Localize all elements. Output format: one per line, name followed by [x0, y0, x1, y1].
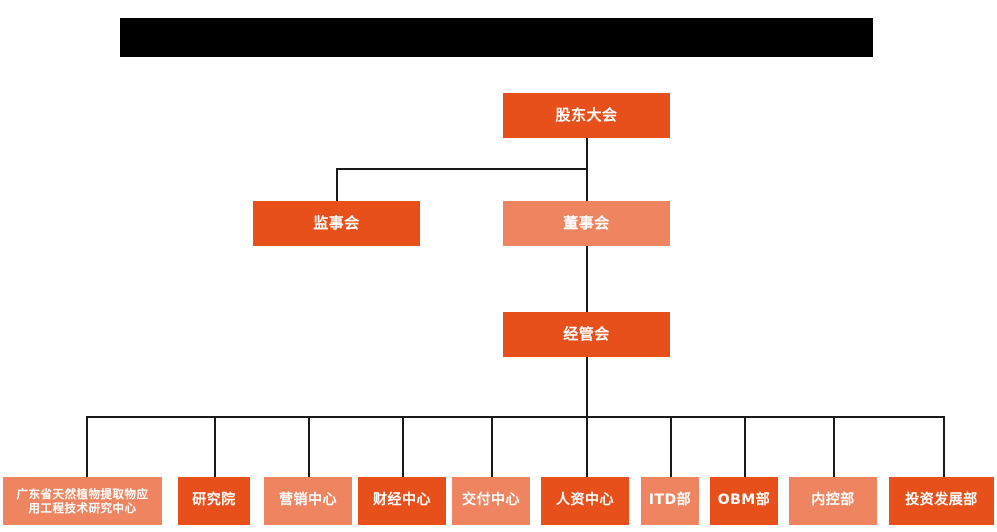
connector-to-investment-development-department — [943, 416, 945, 477]
node-delivery-center[interactable]: 交付中心 — [452, 477, 530, 525]
node-obm-department[interactable]: OBM部 — [710, 477, 778, 525]
node-label: OBM部 — [717, 492, 771, 509]
redacted-title-bar — [120, 18, 873, 57]
connector-to-supervisors — [336, 168, 338, 201]
node-label: 营销中心 — [279, 492, 337, 509]
node-board-of-directors[interactable]: 董事会 — [503, 201, 670, 246]
connector-to-research-institute — [214, 416, 216, 477]
node-label: 财经中心 — [373, 492, 431, 509]
connector-to-guangdong-research-center — [86, 416, 88, 477]
connector-shareholders-down — [586, 138, 588, 169]
connector-to-finance-center — [402, 416, 404, 477]
node-label: 董事会 — [563, 214, 610, 233]
node-label: 内控部 — [811, 492, 855, 509]
connector-level4-bus — [86, 416, 944, 418]
node-hr-center[interactable]: 人资中心 — [541, 477, 629, 525]
connector-to-delivery-center — [491, 416, 493, 477]
node-management-committee[interactable]: 经管会 — [503, 312, 670, 357]
node-shareholders-meeting[interactable]: 股东大会 — [503, 93, 670, 138]
node-label: 人资中心 — [556, 492, 614, 509]
connector-to-hr-center — [586, 416, 588, 477]
connector-to-marketing-center — [308, 416, 310, 477]
node-finance-center[interactable]: 财经中心 — [358, 477, 446, 525]
node-label: 股东大会 — [555, 106, 618, 125]
node-label: 研究院 — [192, 492, 236, 509]
connector-level2-bus — [336, 168, 587, 170]
connector-to-internal-control-department — [833, 416, 835, 477]
connector-to-obm-department — [744, 416, 746, 477]
connector-to-directors — [586, 168, 588, 201]
connector-mgmt-down — [586, 357, 588, 417]
node-marketing-center[interactable]: 营销中心 — [264, 477, 352, 525]
connector-directors-to-mgmt — [586, 246, 588, 312]
node-label: 监事会 — [313, 214, 360, 233]
connector-to-itd-department — [670, 416, 672, 477]
node-investment-development-department[interactable]: 投资发展部 — [889, 477, 994, 525]
node-internal-control-department[interactable]: 内控部 — [789, 477, 877, 525]
node-label: 投资发展部 — [905, 492, 978, 509]
node-itd-department[interactable]: ITD部 — [641, 477, 699, 525]
node-board-of-supervisors[interactable]: 监事会 — [253, 201, 420, 246]
node-label: ITD部 — [648, 492, 692, 509]
node-label: 经管会 — [563, 325, 610, 344]
node-label: 交付中心 — [462, 492, 520, 509]
node-research-institute[interactable]: 研究院 — [178, 477, 250, 525]
node-label: 广东省天然植物提取物应 用工程技术研究中心 — [16, 486, 149, 515]
node-guangdong-research-center[interactable]: 广东省天然植物提取物应 用工程技术研究中心 — [3, 477, 162, 525]
